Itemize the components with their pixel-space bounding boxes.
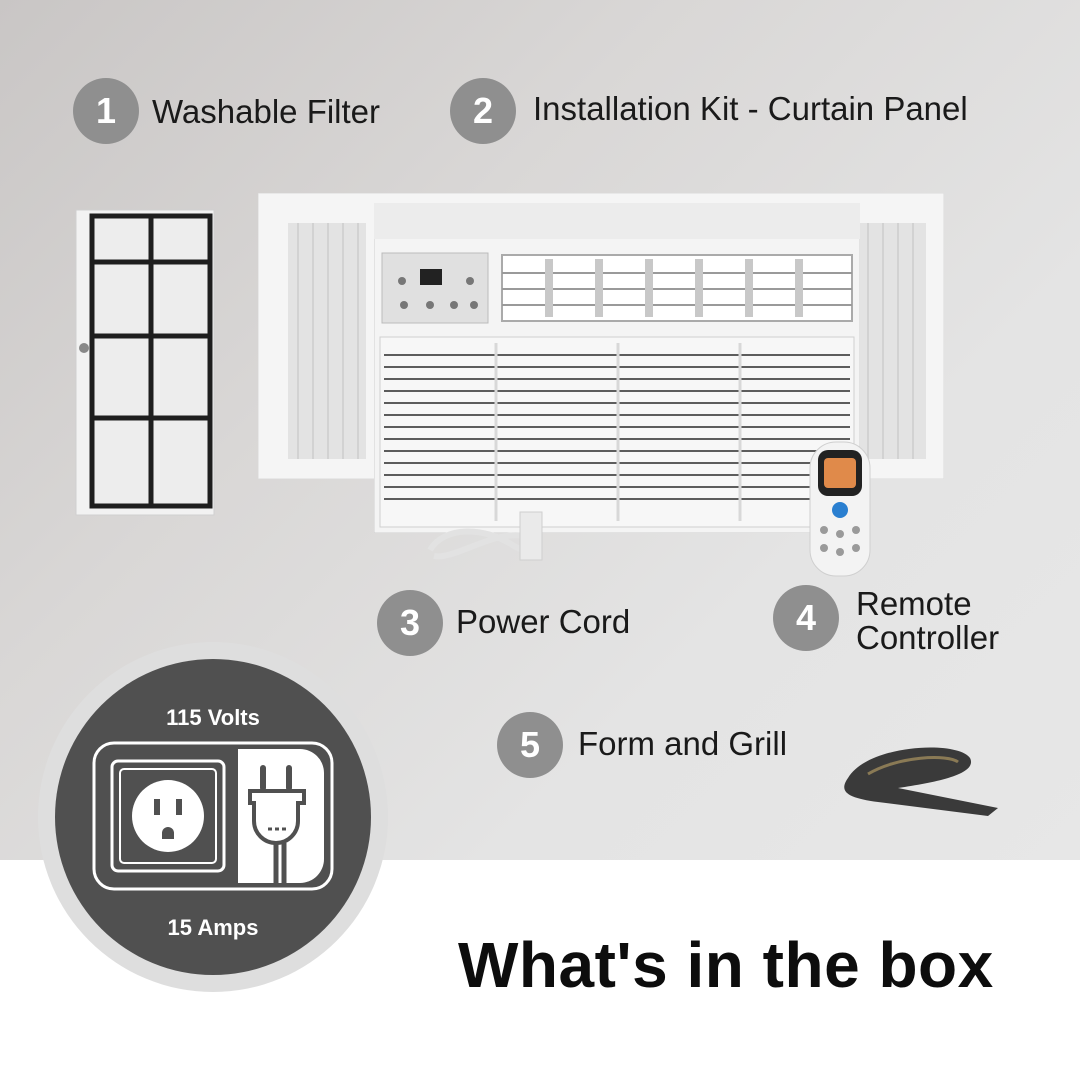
remote-controller-image — [809, 441, 871, 577]
item-4-label-line1: Remote — [856, 585, 972, 622]
item-4-label-line2: Controller — [856, 619, 1000, 656]
headline: What's in the box — [458, 929, 994, 1001]
voltage-text: 115 Volts — [166, 705, 260, 730]
foam-and-grill-image — [844, 747, 998, 816]
item-4-badge: 4 — [773, 585, 839, 651]
item-1-badge: 1 — [73, 78, 139, 144]
washable-filter-image — [75, 209, 215, 516]
item-3-label: Power Cord — [456, 603, 631, 640]
item-2-label: Installation Kit - Curtain Panel — [533, 90, 968, 127]
outlet-plug-icon — [92, 741, 334, 891]
item-5-label: Form and Grill — [578, 725, 788, 762]
power-cord-image — [427, 511, 543, 561]
item-5-badge: 5 — [497, 712, 563, 778]
item-3-badge: 3 — [377, 590, 443, 656]
item-1-label: Washable Filter — [152, 93, 381, 130]
amperage-text: 15 Amps — [167, 915, 259, 940]
air-conditioner-image — [374, 203, 860, 533]
item-2-badge: 2 — [450, 78, 516, 144]
